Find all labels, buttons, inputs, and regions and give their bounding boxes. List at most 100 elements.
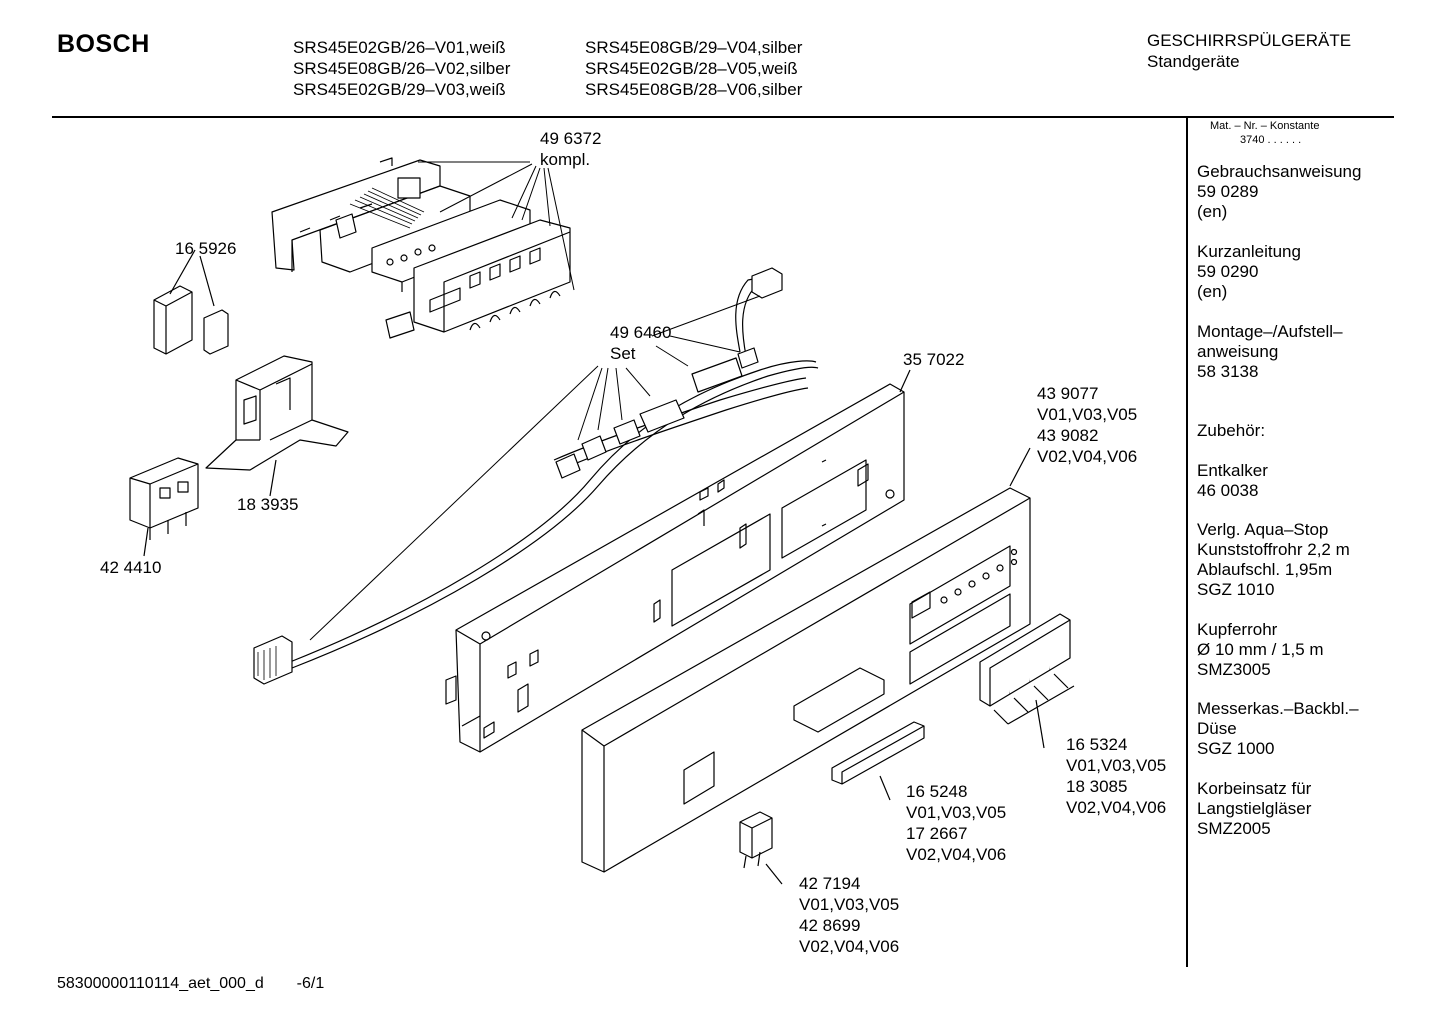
category-block: GESCHIRRSPÜLGERÄTE Standgeräte bbox=[1147, 30, 1351, 72]
part-variant: V02,V04,V06 bbox=[1037, 447, 1138, 466]
front-panel-part bbox=[581, 447, 1031, 873]
part-number: 17 2667 bbox=[906, 824, 968, 843]
part-label-165926: 16 5926 bbox=[175, 238, 236, 259]
part-variant: V01,V03,V05 bbox=[906, 803, 1007, 822]
model-entry: SRS45E02GB/29–V03,weiß bbox=[293, 80, 506, 99]
part-variant: V01,V03,V05 bbox=[1066, 756, 1167, 775]
sidebar-text: 59 0290 bbox=[1197, 262, 1259, 281]
sidebar-text: Korbeinsatz für bbox=[1197, 779, 1312, 798]
page-number: -6/1 bbox=[296, 975, 325, 992]
brand-logo: BOSCH bbox=[57, 30, 150, 58]
part-number: 43 9077 bbox=[1037, 384, 1099, 403]
leader-lines-496372 bbox=[418, 161, 575, 291]
sidebar-block-aquastop: Verlg. Aqua–Stop Kunststoffrohr 2,2 m Ab… bbox=[1197, 520, 1397, 600]
sidebar-block-manual: Gebrauchsanweisung 59 0289 (en) bbox=[1197, 162, 1397, 222]
sidebar-divider bbox=[1186, 117, 1188, 967]
part-label-496460: 49 6460 Set bbox=[610, 322, 671, 364]
sidebar-text: Montage–/Aufstell– bbox=[1197, 322, 1343, 341]
model-list-right: SRS45E08GB/29–V04,silber SRS45E02GB/28–V… bbox=[585, 37, 802, 100]
sidebar-text: Kunststoffrohr 2,2 m bbox=[1197, 540, 1350, 559]
display-strip-part bbox=[831, 721, 925, 801]
part-label-496372: 49 6372 kompl. bbox=[540, 128, 601, 170]
sidebar-block-installation: Montage–/Aufstell– anweisung 58 3138 bbox=[1197, 322, 1397, 382]
part-label-357022: 35 7022 bbox=[903, 349, 964, 370]
sidebar-text: Ø 10 mm / 1,5 m bbox=[1197, 640, 1324, 659]
sidebar-text: Kupferrohr bbox=[1197, 620, 1278, 639]
document-id: 58300000110114_aet_000_d bbox=[57, 975, 264, 992]
button-set-part bbox=[979, 613, 1075, 749]
sidebar-text: anweisung bbox=[1197, 342, 1279, 361]
sidebar-text: 59 0289 bbox=[1197, 182, 1259, 201]
sidebar-block-accessories: Zubehör: bbox=[1197, 421, 1397, 441]
control-module-part bbox=[271, 157, 571, 339]
sidebar-text: Verlg. Aqua–Stop bbox=[1197, 520, 1329, 539]
sidebar-block-nozzle: Messerkas.–Backbl.– Düse SGZ 1000 bbox=[1197, 699, 1397, 759]
inner-panel-part bbox=[445, 369, 911, 753]
sidebar-text: 58 3138 bbox=[1197, 362, 1259, 381]
material-number-header: Mat. – Nr. – Konstante 3740 . . . . . . bbox=[1210, 119, 1319, 147]
part-variant: V01,V03,V05 bbox=[1037, 405, 1138, 424]
part-number: 18 3085 bbox=[1066, 777, 1128, 796]
part-note: kompl. bbox=[540, 150, 591, 169]
mat-value: 3740 . . . . . . bbox=[1240, 134, 1302, 146]
leader-lines-496460 bbox=[309, 295, 761, 641]
part-label-424410: 42 4410 bbox=[100, 557, 161, 578]
sidebar-text: Zubehör: bbox=[1197, 421, 1266, 440]
switch-housing-part bbox=[205, 355, 349, 497]
part-number: 16 5248 bbox=[906, 782, 968, 801]
sidebar-text: SMZ3005 bbox=[1197, 660, 1271, 679]
model-list-left: SRS45E02GB/26–V01,weiß SRS45E08GB/26–V02… bbox=[293, 37, 510, 100]
part-variant: V02,V04,V06 bbox=[1066, 798, 1167, 817]
sidebar-text: SGZ 1000 bbox=[1197, 739, 1275, 758]
part-label-183935: 18 3935 bbox=[237, 494, 298, 515]
header-divider bbox=[52, 116, 1394, 118]
sidebar-block-basket: Korbeinsatz für Langstielgläser SMZ2005 bbox=[1197, 779, 1397, 839]
sidebar-block-quickguide: Kurzanleitung 59 0290 (en) bbox=[1197, 242, 1397, 302]
sidebar-text: SMZ2005 bbox=[1197, 819, 1271, 838]
sidebar-text: Langstielgläser bbox=[1197, 799, 1312, 818]
sidebar-text: Kurzanleitung bbox=[1197, 242, 1301, 261]
switch-part bbox=[739, 811, 783, 885]
sidebar-text: Messerkas.–Backbl.– bbox=[1197, 699, 1359, 718]
sidebar-block-descaler: Entkalker 46 0038 bbox=[1197, 461, 1397, 501]
sidebar-block-copperpipe: Kupferrohr Ø 10 mm / 1,5 m SMZ3005 bbox=[1197, 620, 1397, 680]
sidebar-text: SGZ 1010 bbox=[1197, 580, 1275, 599]
model-entry: SRS45E08GB/26–V02,silber bbox=[293, 59, 511, 78]
part-variant: V02,V04,V06 bbox=[906, 845, 1007, 864]
category-subtitle: Standgeräte bbox=[1147, 52, 1240, 71]
part-label-427194: 42 7194 V01,V03,V05 42 8699 V02,V04,V06 bbox=[799, 873, 899, 957]
part-variant: V02,V04,V06 bbox=[799, 937, 900, 956]
model-entry: SRS45E08GB/29–V04,silber bbox=[585, 38, 803, 57]
part-number: 43 9082 bbox=[1037, 426, 1099, 445]
sidebar-text: Entkalker bbox=[1197, 461, 1268, 480]
part-number: 49 6372 bbox=[540, 129, 602, 148]
part-note: Set bbox=[610, 344, 636, 363]
part-variant: V01,V03,V05 bbox=[799, 895, 900, 914]
model-entry: SRS45E02GB/28–V05,weiß bbox=[585, 59, 798, 78]
exploded-parts-drawing bbox=[129, 157, 1075, 885]
model-entry: SRS45E08GB/28–V06,silber bbox=[585, 80, 803, 99]
sidebar-text: Düse bbox=[1197, 719, 1237, 738]
part-number: 42 7194 bbox=[799, 874, 861, 893]
cover-bracket-part bbox=[153, 249, 229, 355]
part-number: 42 4410 bbox=[100, 558, 162, 577]
part-number: 16 5926 bbox=[175, 239, 237, 258]
mat-label: Mat. – Nr. – Konstante bbox=[1210, 120, 1320, 132]
category-title: GESCHIRRSPÜLGERÄTE bbox=[1147, 31, 1352, 50]
relay-module-part bbox=[129, 457, 199, 557]
part-number: 16 5324 bbox=[1066, 735, 1128, 754]
sidebar-text: (en) bbox=[1197, 282, 1228, 301]
part-number: 35 7022 bbox=[903, 350, 965, 369]
document-footer: 58300000110114_aet_000_d -6/1 bbox=[57, 975, 324, 993]
sidebar-text: Gebrauchsanweisung bbox=[1197, 162, 1362, 181]
sidebar-text: (en) bbox=[1197, 202, 1228, 221]
part-label-165324: 16 5324 V01,V03,V05 18 3085 V02,V04,V06 bbox=[1066, 734, 1166, 818]
cable-harness-part bbox=[253, 267, 819, 685]
part-number: 42 8699 bbox=[799, 916, 861, 935]
model-entry: SRS45E02GB/26–V01,weiß bbox=[293, 38, 506, 57]
sidebar-text: Ablaufschl. 1,95m bbox=[1197, 560, 1333, 579]
part-label-439077: 43 9077 V01,V03,V05 43 9082 V02,V04,V06 bbox=[1037, 383, 1137, 467]
part-number: 18 3935 bbox=[237, 495, 299, 514]
part-number: 49 6460 bbox=[610, 323, 672, 342]
sidebar-text: 46 0038 bbox=[1197, 481, 1259, 500]
